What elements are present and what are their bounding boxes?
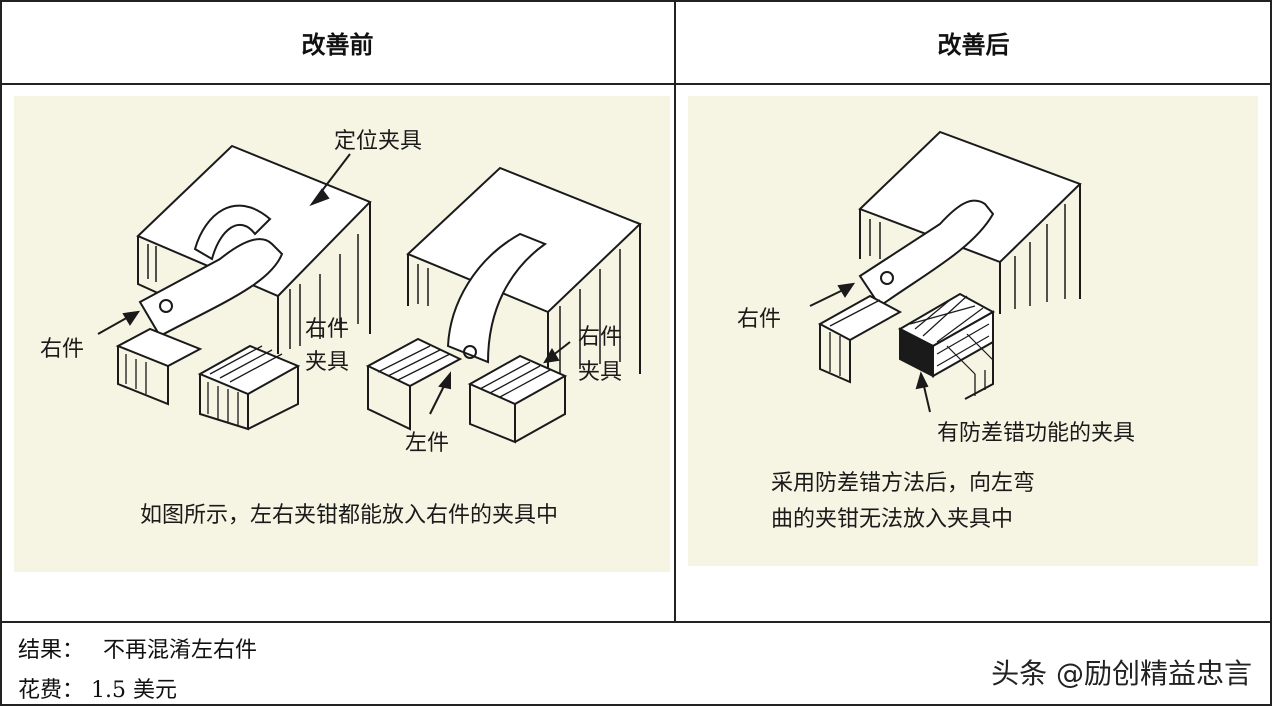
label-right-fixture-1a: 右件: [305, 317, 349, 342]
label-poka-yoke-fixture: 有防差错功能的夹具: [937, 421, 1135, 446]
label-right-fixture-2b: 夹具: [578, 360, 622, 385]
result-value: 不再混淆左右件: [103, 638, 258, 663]
after-illustration: 右件 有防差错功能的夹具 采用防差错方法后，向左弯 曲的夹钳无法放入夹具中: [737, 130, 1135, 532]
after-label-right-part: 右件: [737, 307, 781, 332]
watermark: 头条 @励创精益忠言: [991, 657, 1252, 690]
label-fixture: 定位夹具: [334, 129, 422, 154]
cost-value: 1.5 美元: [91, 678, 177, 703]
after-caption-line1: 采用防差错方法后，向左弯: [771, 471, 1035, 496]
before-caption: 如图所示，左右夹钳都能放入右件的夹具中: [140, 503, 558, 528]
cost-line: 花费： 1.5 美元: [18, 672, 177, 704]
label-right-fixture-2a: 右件: [578, 325, 622, 350]
cost-label: 花费：: [18, 678, 85, 703]
label-left-part: 左件: [405, 431, 449, 456]
after-caption-line2: 曲的夹钳无法放入夹具中: [771, 507, 1013, 532]
after-header: 改善后: [937, 29, 1010, 59]
result-label: 结果：: [18, 638, 85, 663]
result-line: 结果： 不再混淆左右件: [18, 632, 257, 664]
label-right-fixture-1b: 夹具: [305, 350, 349, 375]
before-header: 改善前: [301, 29, 374, 59]
label-right-part: 右件: [40, 337, 84, 362]
before-illustration: 定位夹具 右件 右件 夹具 右件 夹具 左件 如图所示，左右夹钳都能放入右件的夹…: [40, 129, 642, 528]
